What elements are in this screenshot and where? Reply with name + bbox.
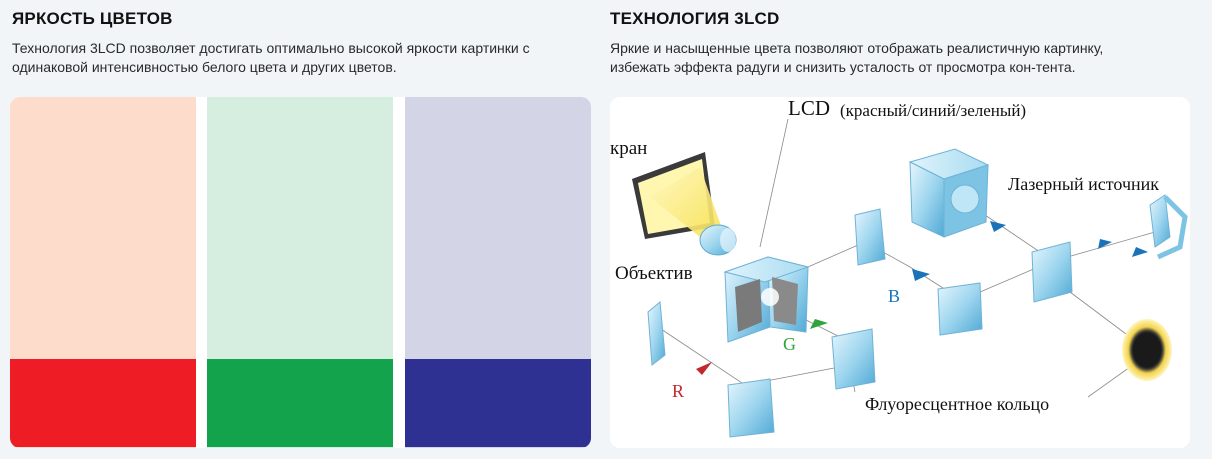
lcd-label: LCD bbox=[788, 97, 830, 120]
technology-description: Яркие и насыщенные цвета позволяют отобр… bbox=[610, 39, 1200, 77]
arrow-laser-2 bbox=[1132, 247, 1148, 257]
label-g: G bbox=[783, 334, 796, 354]
brightness-title: ЯРКОСТЬ ЦВЕТОВ bbox=[12, 9, 173, 28]
lens-label: Объектив bbox=[615, 263, 693, 284]
ring-leader-line bbox=[1087, 366, 1131, 398]
arrow-b bbox=[912, 269, 930, 281]
technology-description-line-2: избежать эффекта радуги и снизить устало… bbox=[610, 59, 1076, 75]
upper-laser-line bbox=[984, 214, 1041, 253]
arrow-laser-1 bbox=[1098, 239, 1112, 249]
arrow-upper bbox=[990, 221, 1006, 232]
color-swatch-panel bbox=[10, 97, 591, 448]
brightness-description-line-1: Технология 3LCD позволяет достигать опти… bbox=[12, 40, 530, 56]
mirror-b-lower bbox=[937, 282, 983, 336]
mirror-laser bbox=[1031, 241, 1073, 303]
light-paths bbox=[654, 118, 1156, 398]
brightness-description-line-2: одинаковой интенсивностью белого цвета и… bbox=[12, 59, 397, 75]
label-b: B bbox=[888, 286, 900, 306]
mirror-g bbox=[831, 328, 876, 390]
diagram-panel: кран Объектив LCD (красный/синий/зеленый… bbox=[610, 97, 1190, 448]
blue-bar bbox=[405, 359, 591, 447]
lcd-leader-line bbox=[759, 118, 789, 248]
brightness-description: Технология 3LCD позволяет достигать опти… bbox=[12, 39, 582, 77]
mirror-b-upper bbox=[854, 208, 886, 266]
red-bar bbox=[10, 359, 196, 447]
fluorescent-ring-icon bbox=[1122, 319, 1172, 381]
lcd-prism-assembly bbox=[723, 256, 810, 343]
screen-label: кран bbox=[610, 138, 647, 159]
arrow-r bbox=[696, 362, 712, 375]
technology-description-line-1: Яркие и насыщенные цвета позволяют отобр… bbox=[610, 40, 1104, 56]
laser-source-icon bbox=[1149, 194, 1188, 260]
green-bar bbox=[207, 359, 393, 447]
arrow-g bbox=[810, 319, 828, 329]
lcd-colors-label: (красный/синий/зеленый) bbox=[840, 101, 1026, 120]
projection-beam bbox=[650, 167, 725, 245]
ring-label: Флуоресцентное кольцо bbox=[865, 394, 1049, 414]
lens-icon bbox=[699, 224, 737, 256]
mirror-left bbox=[647, 301, 666, 366]
laser-label: Лазерный источник bbox=[1008, 174, 1159, 194]
mirror-r bbox=[727, 378, 775, 438]
large-prism-cube bbox=[908, 148, 990, 238]
label-r: R bbox=[672, 381, 684, 401]
blue-path-line bbox=[784, 241, 966, 303]
3lcd-diagram: кран Объектив LCD (красный/синий/зеленый… bbox=[610, 97, 1188, 438]
technology-title: ТЕХНОЛОГИЯ 3LCD bbox=[610, 9, 780, 28]
